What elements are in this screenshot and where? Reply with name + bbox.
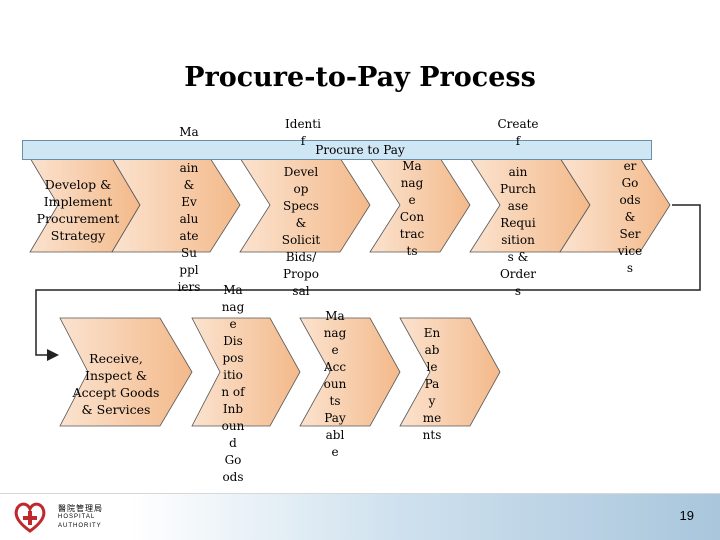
page-title: Procure-to-Pay Process xyxy=(184,62,536,93)
procure-to-pay-banner xyxy=(22,140,652,160)
step-text-line: ods xyxy=(222,470,244,484)
flow-connector-arrow xyxy=(35,204,701,361)
step-text-line: ab xyxy=(424,343,440,357)
step-text-line: sal xyxy=(292,284,310,298)
step-text-line: iers xyxy=(177,280,201,294)
step-maintain-suppliers-head: Ma xyxy=(179,125,199,139)
step-text-line: oun xyxy=(323,377,347,391)
step-text-line: ate xyxy=(179,229,199,243)
step-text-line: ts xyxy=(406,244,418,258)
step-text-line: Solicit xyxy=(281,233,321,247)
step-text-line: e xyxy=(229,317,237,331)
step-identify-cut: f xyxy=(300,134,306,148)
step-text-line: Pa xyxy=(424,377,440,391)
step-text-line: Devel xyxy=(283,165,319,179)
chevron-enable-payments xyxy=(399,317,501,427)
step-text-line: Requi xyxy=(500,216,536,230)
step-text-line: d xyxy=(229,436,237,450)
org-name-line1: HOSPITAL xyxy=(58,514,96,520)
step-text-line: Bids/ xyxy=(285,250,317,264)
step-text-line: Su xyxy=(181,246,197,260)
step-text-line: & xyxy=(183,178,195,192)
step-text-line: itio xyxy=(223,368,243,382)
banner-label: Procure to Pay xyxy=(315,143,405,157)
step-text-line: nag xyxy=(323,326,347,340)
page-number: 19 xyxy=(679,508,694,523)
step-text-line: Order xyxy=(499,267,537,281)
step-text-line: Specs xyxy=(283,199,319,213)
step-develop-strategy-label: Develop & Implement Procurement Strategy xyxy=(36,177,120,243)
step-text-line: ain xyxy=(179,161,199,175)
step-text-line: Ma xyxy=(402,159,422,173)
step-text-line: ts xyxy=(329,394,341,408)
step-text-line: er xyxy=(623,159,637,173)
step-text-line: Ma xyxy=(325,309,345,323)
step-text-line: me xyxy=(422,411,442,425)
step-text-line: oun xyxy=(221,419,245,433)
step-text-line: Go xyxy=(621,176,639,190)
step-text-line: nts xyxy=(422,428,442,442)
step-text-line: Acc xyxy=(323,360,347,374)
step-text-line: ppl xyxy=(179,263,199,277)
step-text-line: s xyxy=(514,284,522,298)
step-text-line: Purch xyxy=(500,182,536,196)
step-text-line: e xyxy=(408,193,416,207)
step-text-line: s & xyxy=(507,250,529,264)
step-text-line: n of xyxy=(221,385,245,399)
step-text-line: op xyxy=(293,182,309,196)
step-text-line: Con xyxy=(399,210,425,224)
step-text-line: & xyxy=(624,210,636,224)
step-text-line: Ser xyxy=(619,227,641,241)
chevron-manage-payable xyxy=(299,317,401,427)
step-text-line: & xyxy=(295,216,307,230)
step-text-line: Pay xyxy=(324,411,346,425)
step-text-line: s xyxy=(626,261,634,275)
organization-name: 醫院管理局 HOSPITAL AUTHORITY xyxy=(58,504,103,531)
step-text-line: abl xyxy=(325,428,345,442)
step-text-line: Dis xyxy=(223,334,243,348)
hospital-authority-logo-icon xyxy=(14,502,46,533)
chevron-receive-goods xyxy=(59,317,193,427)
step-text-line: ain xyxy=(508,165,528,179)
step-text-line: Go xyxy=(224,453,242,467)
step-text-line: le xyxy=(426,360,438,374)
step-text-line: vice xyxy=(617,244,643,258)
step-receive-goods-label: Receive, Inspect & Accept Goods & Servic… xyxy=(72,351,160,417)
step-identify-head: Identi xyxy=(285,117,321,131)
step-create-cut: f xyxy=(515,134,521,148)
step-text-line: nag xyxy=(400,176,424,190)
step-text-line: Ma xyxy=(223,283,243,297)
step-text-line: Propo xyxy=(283,267,319,281)
step-text-line: alu xyxy=(179,212,199,226)
step-text-line: e xyxy=(331,343,339,357)
chevron-manage-disposition xyxy=(191,317,301,427)
step-text-line: Ev xyxy=(181,195,197,209)
org-name-chinese: 醫院管理局 xyxy=(58,504,103,513)
step-text-line: Inb xyxy=(222,402,244,416)
step-text-line: trac xyxy=(399,227,425,241)
step-text-line: sition xyxy=(501,233,535,247)
step-text-line: e xyxy=(331,445,339,459)
org-name-line2: AUTHORITY xyxy=(58,523,102,529)
step-text-line: y xyxy=(428,394,436,408)
step-create-head: Create xyxy=(497,117,539,131)
footer-bar xyxy=(0,494,720,540)
step-text-line: pos xyxy=(222,351,244,365)
step-text-line: nag xyxy=(221,300,245,314)
step-text-line: En xyxy=(423,326,441,340)
step-text-line: ods xyxy=(619,193,641,207)
step-text-line: ase xyxy=(507,199,529,213)
